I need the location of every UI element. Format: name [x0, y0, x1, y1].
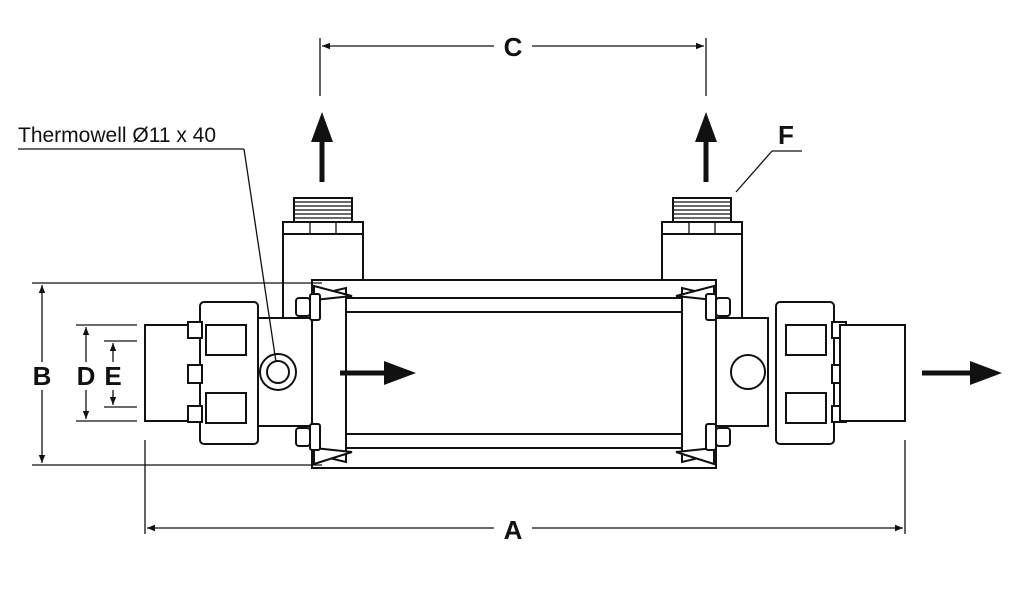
callout-f: F: [735, 120, 802, 193]
right-outlet-pipe: [839, 324, 906, 422]
shell-body: [257, 279, 769, 469]
flow-arrows: [311, 112, 1002, 385]
dimension-b: B: [32, 282, 322, 466]
hot-outlet-arrow-left: [311, 112, 333, 182]
dimension-e: E: [104, 340, 137, 408]
dimension-c: C: [319, 32, 707, 96]
dimension-label-b: B: [33, 361, 52, 391]
internal-flow-arrow: [340, 361, 416, 385]
dimension-d: D: [76, 324, 137, 422]
thermowell-port: [259, 353, 297, 391]
dimension-label-a: A: [504, 515, 523, 545]
right-union-nut: [775, 301, 847, 445]
left-union-nut: [187, 301, 259, 445]
dimension-label-d: D: [77, 361, 96, 391]
hot-inlet-arrow-right: [695, 112, 717, 182]
dimension-a: A: [144, 440, 906, 545]
dimension-label-e: E: [104, 361, 121, 391]
outlet-flow-arrow: [922, 361, 1002, 385]
thermowell-label: Thermowell Ø11 x 40: [18, 124, 216, 147]
dimension-label-c: C: [504, 32, 523, 62]
right-side-port: [730, 354, 766, 390]
callout-thermowell: Thermowell Ø11 x 40: [18, 124, 277, 363]
callout-label-f: F: [778, 120, 794, 150]
flange-bolts: [295, 293, 731, 451]
